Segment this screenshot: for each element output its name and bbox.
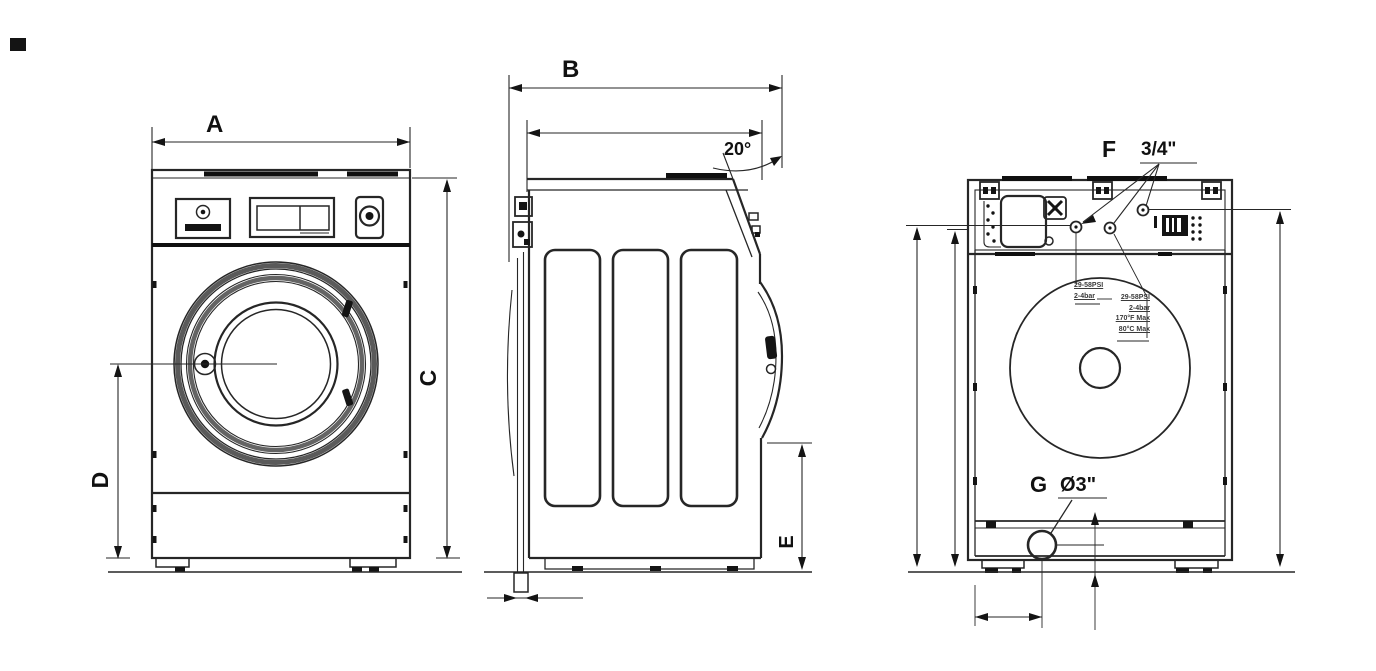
inlet-spec-left-line2: 2-4bar [1074,292,1096,300]
side-panel-rib-3 [679,248,739,508]
brand-logo-plate [174,197,232,240]
dim-b [508,75,783,262]
serial-label [1162,215,1188,236]
start-button[interactable] [358,205,381,227]
inlet-spec-right: 29-58PSI 2-4bar 170°F Max 80°C Max [1106,293,1150,335]
dim-strip-width [487,594,583,602]
start-button-plate[interactable] [354,195,385,240]
rear-foot-left [981,560,1025,569]
control-display [256,205,330,231]
rear-bracket-top [514,196,533,217]
rear-top-panel [979,181,1222,249]
shipping-bracket-2 [1092,181,1113,200]
inlet-spec-left: 29-58PSI 2-4bar [1074,281,1103,302]
rear-cabinet [966,176,1234,573]
dim-a-label: A [206,111,224,138]
shipping-bracket-3 [1201,181,1222,200]
angle-label: 20° [724,139,752,159]
dim-drain-offset [974,560,1043,628]
corner-mark [10,38,26,51]
inlet-spec-right-line4: 80°C Max [1118,325,1150,333]
side-cabinet [512,173,763,571]
electrical-box [999,194,1048,249]
angle-callout [712,152,782,180]
sloped-top-edge [731,178,762,255]
dim-d-label: D [86,471,113,489]
panel-strip [506,252,529,593]
dim-e-label: E [775,535,798,549]
inlet-spec-right-line2: 2-4bar [1128,304,1150,312]
dim-a [151,127,411,172]
display-bezel [248,196,336,239]
dim-left-inner [906,224,1071,567]
dim-d [106,364,130,559]
door-handle[interactable] [765,335,778,360]
dim-b-label: B [562,56,580,83]
brand-text [185,224,221,231]
dim-e [767,442,812,570]
dim-b-inner [526,120,763,192]
dim-c [412,177,460,559]
rear-access-panel [1009,277,1191,459]
rear-access-circle [1009,277,1191,459]
vent-fan-icon [1043,196,1067,220]
door-hinge-bottom [342,388,354,406]
inlet-spec-left-line1: 29-58PSI [1074,282,1104,289]
rear-hub-circle [1078,346,1122,390]
dim-c-label: C [414,369,441,387]
rear-bracket-bottom [512,221,533,248]
water-inlet-2 [1103,221,1117,235]
drain-size-label: Ø3" [1060,474,1097,496]
side-panel-rib-2 [611,248,670,508]
side-panel-rib-1 [543,248,602,508]
rear-view [906,162,1295,630]
door-profile [757,281,784,439]
dim-f-callout [1075,162,1197,342]
dim-right [1148,208,1291,567]
dim-drain-height [1091,512,1099,630]
side-view [484,75,812,602]
front-view [106,127,462,573]
brand-emblem-icon [195,204,211,220]
inlet-spec-right-line1: 29-58PSI [1120,294,1150,301]
front-foot-right [349,557,397,568]
control-panel [152,195,410,247]
shipping-bracket-1 [979,181,1000,200]
water-inlet-1 [1069,220,1083,234]
drain-outlet [1026,529,1058,561]
drain-callout [1026,497,1107,561]
dim-f-label: F [1102,136,1117,162]
front-foot-left [155,557,190,568]
door-hinge-top [341,299,353,318]
dim-g-label: G [1030,472,1048,497]
inlet-spec-right-line3: 170°F Max [1115,315,1150,322]
rear-foot-right [1174,560,1219,569]
door-assembly [110,261,379,467]
inlet-size-label: 3/4" [1141,139,1177,160]
